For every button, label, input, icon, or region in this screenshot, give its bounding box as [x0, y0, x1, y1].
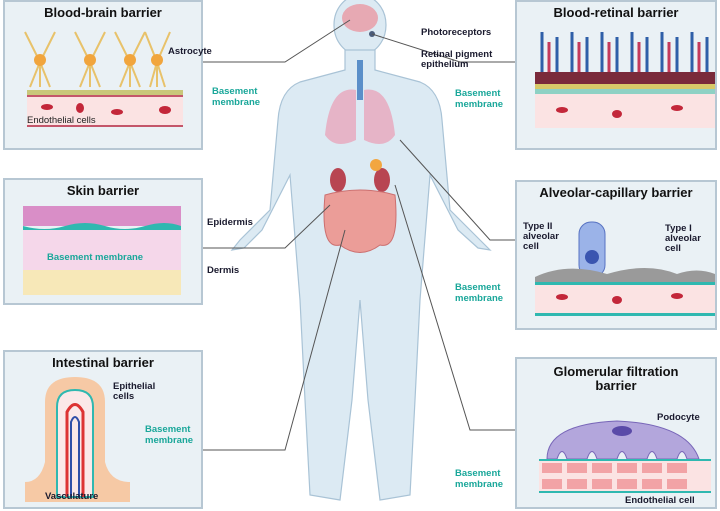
label-basement-membrane: Basement membrane [455, 88, 504, 110]
kidney-icon [330, 168, 346, 192]
panel-title: Intestinal barrier [52, 355, 154, 370]
brain-icon [342, 4, 378, 32]
lungs-icon [325, 89, 395, 144]
panel-title: Skin barrier [66, 183, 140, 198]
panel-title: Blood-retinal barrier [553, 5, 679, 20]
panel-intestinal-barrier: Intestinal barrier Epithelial cells Base… [3, 350, 203, 509]
panel-title: Alveolar-capillary barrier [539, 185, 693, 200]
label-photoreceptors: Photoreceptors [421, 27, 492, 38]
intestinal-villus-illustration [25, 377, 130, 502]
label-basement-membrane: Basement membrane [212, 86, 261, 108]
label-endothelial-cells: Endothelial cells [27, 115, 96, 126]
label-basement-membrane: Basement membrane [145, 424, 194, 446]
label-basement-membrane: Basement membrane [455, 468, 504, 490]
retina-illustration [535, 32, 715, 128]
label-basement-membrane: Basement membrane [47, 252, 144, 263]
glomerular-illustration [539, 420, 711, 493]
panel-skin-barrier: Skin barrier Basement membrane [3, 178, 203, 305]
bbb-illustration [24, 31, 183, 127]
panel-glomerular-filtration-barrier: Glomerular filtration barrier Podocyte E… [515, 357, 717, 509]
label-dermis: Dermis [207, 265, 240, 276]
panel-blood-retinal-barrier: Blood-retinal barrier [515, 0, 717, 150]
label-epithelial-cells: Epithelial cells [113, 381, 156, 402]
label-type-ii-alveolar-cell: Type II alveolar cell [523, 221, 559, 252]
skin-illustration [23, 206, 181, 295]
panel-alveolar-capillary-barrier: Alveolar-capillary barrier Type II alveo… [515, 180, 717, 330]
label-astrocyte: Astrocyte [168, 46, 212, 57]
label-epidermis: Epidermis [207, 217, 253, 228]
label-vasculature: Vasculature [45, 491, 99, 502]
label-endothelial-cell: Endothelial cell [625, 495, 695, 506]
label-type-i-alveolar-cell: Type I alveolar cell [665, 223, 701, 254]
panel-blood-brain-barrier: Blood-brain barrier Astrocyte Endothelia… [3, 0, 212, 150]
label-basement-membrane: Basement membrane [455, 282, 504, 304]
label-retinal-pigment-epithelium: Retinal pigment epithelium [421, 49, 493, 70]
intestine-icon [323, 189, 397, 253]
alveolar-illustration [535, 221, 715, 316]
panel-title: Glomerular filtration barrier [553, 364, 679, 393]
panel-title: Blood-brain barrier [44, 5, 162, 20]
label-podocyte: Podocyte [657, 412, 700, 423]
